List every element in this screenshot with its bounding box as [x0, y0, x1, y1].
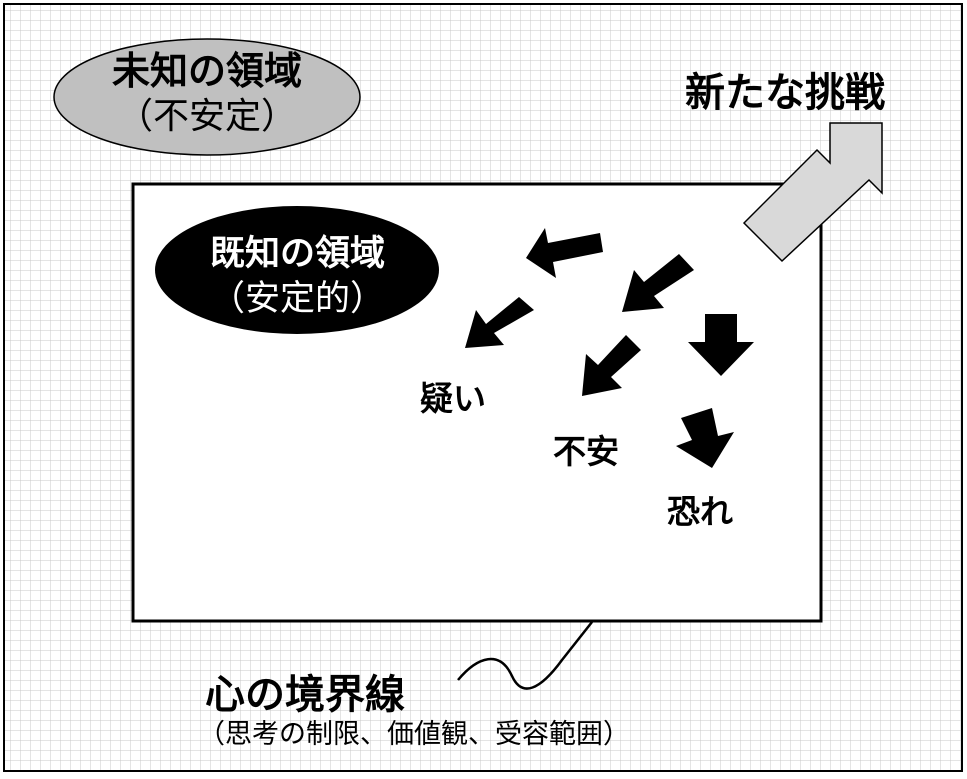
boundary-subtitle: （思考の制限、価値観、受容範囲） [198, 719, 630, 750]
arrow-down-left-middle [622, 254, 694, 312]
boundary-pointer-line [457, 621, 593, 690]
unknown-area-ellipse [53, 38, 361, 156]
arrow-down-right [688, 314, 754, 376]
unknown-area-title: 未知の領域 [111, 49, 302, 93]
emotion-anxiety: 不安 [553, 432, 619, 471]
boundary-box [131, 182, 823, 623]
known-area-subtitle: （安定的） [209, 279, 385, 319]
new-challenge-label: 新たな挑戦 [685, 70, 885, 116]
known-area-ellipse [155, 206, 439, 334]
emotion-doubt: 疑い [420, 379, 486, 418]
boundary-title: 心の境界線 [205, 672, 405, 718]
new-challenge-arrow [742, 122, 883, 263]
arrow-down-left-doubt [465, 297, 534, 348]
arrow-left-top [526, 228, 603, 278]
unknown-area-subtitle: （不安定） [116, 96, 297, 137]
known-area-title: 既知の領域 [209, 234, 385, 274]
arrow-down-left-anxiety [582, 335, 641, 396]
emotion-fear: 恐れ [667, 492, 733, 531]
arrow-down-fear [676, 408, 734, 468]
